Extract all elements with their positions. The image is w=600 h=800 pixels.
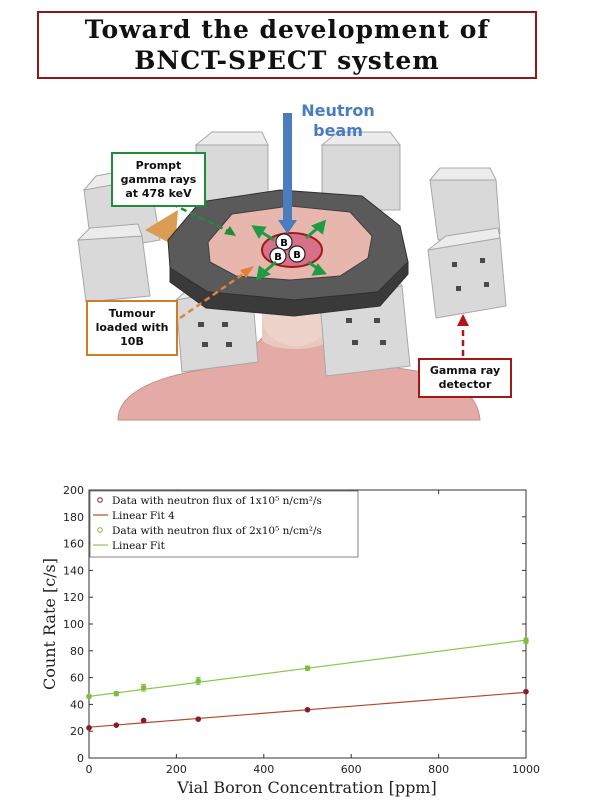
gamma-emission-arrows [251,219,328,281]
legend-marker [97,527,103,533]
prompt-gamma-line-1: Prompt [135,158,182,172]
y-tick-label: 120 [63,591,84,604]
data-point [86,725,92,731]
boron-atoms: B B B [269,233,306,265]
data-point [140,684,147,691]
y-tick-label: 180 [63,511,84,524]
detector-module [427,227,507,319]
prompt-gamma-line-3: at 478 keV [125,186,192,200]
count-rate-chart: 0 200 400 600 800 1000 0 20 40 60 80 100 120 140 160 1… [40,484,540,797]
gamma-detector-pointer-head [457,314,469,326]
gamma-detector-callout: Gamma ray detector [418,358,512,398]
tumour-callout: Tumour loaded with 10B [86,300,178,356]
y-tick-label: 60 [70,672,84,685]
data-point [523,688,529,695]
prompt-gamma-pointer [171,202,231,234]
x-tick-label: 400 [253,763,274,776]
x-axis-ticks: 0 200 400 600 800 1000 [86,490,540,776]
tumour-pointer-head [240,266,254,278]
boron-atom-label: B [293,250,301,261]
y-tick-label: 200 [63,484,84,497]
neutron-beam-arrow [278,113,297,234]
boron-atom [288,245,306,263]
y-tick-label: 40 [70,698,84,711]
boron-atom [269,247,287,265]
legend-entry: Data with neutron flux of 1x10⁵ n/cm²/s [112,495,322,507]
neutron-beam-label-line-2: beam [313,121,363,140]
prompt-gamma-pointer-head [224,226,236,236]
prompt-gamma-line-2: gamma rays [120,172,197,186]
neutron-beam-label-line-1: Neutron [301,101,375,120]
data-point [195,716,202,722]
x-tick-label: 0 [86,763,93,776]
tumour-line-3: 10B [120,335,144,348]
data-point [523,637,529,644]
x-tick-label: 600 [341,763,362,776]
title-line-2: BNCT-SPECT system [134,46,440,75]
y-tick-label: 160 [63,538,84,551]
tumour-line-1: Tumour [108,307,156,320]
data-point [140,717,147,724]
series-layer [86,637,529,731]
y-tick-label: 20 [70,725,84,738]
x-tick-label: 200 [166,763,187,776]
detector-module [320,131,402,211]
neutron-beam-label: Neutron beam [298,101,378,141]
detector-module [76,223,151,303]
y-tick-label: 80 [70,645,84,658]
x-tick-label: 1000 [512,763,540,776]
title-line-1: Toward the development of [84,15,490,44]
x-tick-label: 800 [428,763,449,776]
legend-entry: Linear Fit [112,540,166,552]
data-point [304,665,311,672]
legend-marker [97,497,103,503]
data-point [113,722,120,728]
legend-entry: Linear Fit 4 [112,510,175,522]
data-point [304,706,311,713]
collimator-cone-left [145,210,178,246]
boron-atom-label: B [274,252,282,263]
gamma-detector-line-1: Gamma ray [429,364,501,377]
title-box: Toward the development of BNCT-SPECT sys… [37,11,537,79]
tumour-pointer [179,270,247,320]
y-axis-title: Count Rate [c/s] [40,558,59,690]
prompt-gamma-callout: Prompt gamma rays at 478 keV [111,152,206,207]
legend: Data with neutron flux of 1x10⁵ n/cm²/sL… [89,490,359,558]
x-axis-title: Vial Boron Concentration [ppm] [176,778,436,797]
gamma-detector-modules [76,131,507,377]
legend-box [89,490,359,558]
legend-entry: Data with neutron flux of 2x10⁵ n/cm²/s [112,525,322,537]
tumour-line-2: loaded with [95,321,169,334]
boron-atom-label: B [280,238,288,249]
y-tick-label: 0 [77,752,84,765]
y-tick-label: 100 [63,618,84,631]
y-tick-label: 140 [63,564,84,577]
data-point [86,693,92,700]
gamma-detector-line-2: detector [438,378,492,391]
detector-module [194,131,269,211]
data-point [195,678,202,684]
bnct-spect-illustration: B B B [76,113,507,421]
data-point [113,690,120,697]
detector-module [428,167,501,241]
